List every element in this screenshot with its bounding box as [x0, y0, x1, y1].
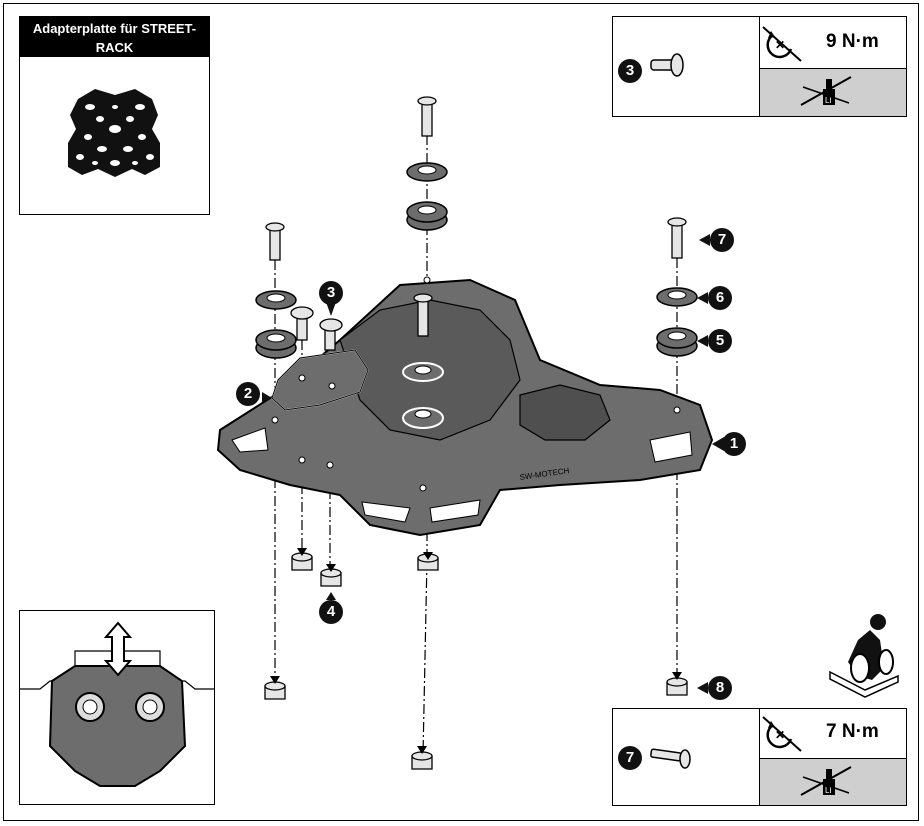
- rack-plate: SW-MOTECH: [216, 276, 714, 537]
- washer-right: [656, 287, 698, 307]
- torque-spec-box-top: 3 9 N·m ✕ LI: [612, 16, 907, 117]
- reference-title: Adapterplatte für STREET-RACK Adapter pl…: [20, 17, 209, 93]
- adapter-plate-thumbnail-icon: [68, 89, 160, 177]
- screw-left: [265, 222, 285, 261]
- callout-badge-6: 6: [708, 286, 732, 310]
- torque-value-bottom: 7 N·m: [826, 721, 879, 742]
- spacer-right: [656, 327, 698, 357]
- no-threadlocker-icon-bottom: LI: [800, 766, 852, 796]
- torque-cell-divider-bottom: [759, 709, 760, 805]
- callout-badge-7-bottom: 7: [618, 746, 642, 770]
- callout-badge-5: 5: [708, 329, 732, 353]
- spacer-center-top: [406, 201, 448, 231]
- svg-text:✕: ✕: [775, 728, 785, 742]
- torque-spec-box-bottom: 7 7 N·m ✕ LI: [612, 708, 907, 806]
- torque-wrench-icon-bottom: ✕: [762, 716, 802, 752]
- screw-7-icon: [650, 748, 691, 769]
- vertical-adjust-arrow-icon: [103, 621, 133, 677]
- callout-badge-1: 1: [722, 432, 746, 456]
- adjustment-detail-box: [19, 610, 215, 805]
- callout-badge-7: 7: [710, 228, 734, 252]
- washer-center-top: [406, 162, 448, 182]
- svg-text:LI: LI: [825, 96, 832, 105]
- nut: [264, 552, 688, 770]
- adjustment-detail-graphics: [20, 621, 214, 787]
- callout-badge-8: 8: [708, 676, 732, 700]
- no-threadlocker-icon: LI: [800, 76, 852, 106]
- screw-3-a: [290, 306, 314, 341]
- screw-3-b: [319, 318, 343, 351]
- svg-text:LI: LI: [825, 786, 832, 795]
- torque-value-top: 9 N·m: [826, 31, 879, 52]
- reference-title-de: Adapterplatte für STREET-RACK: [32, 21, 197, 55]
- screw-center-plate: [402, 293, 444, 429]
- callout-badge-3: 3: [319, 281, 343, 305]
- callout-badge-4: 4: [319, 600, 343, 624]
- screw-center-top: [417, 96, 437, 137]
- torque-box-bottom-graphics: ✕ LI: [650, 716, 852, 796]
- washer-left: [255, 290, 297, 310]
- torque-cell-divider: [759, 17, 760, 116]
- torque-wrench-icon: ✕: [762, 26, 802, 62]
- adapter-plate-reference-box: Adapterplatte für STREET-RACK Adapter pl…: [19, 16, 210, 215]
- torque-box-top-graphics: ✕ LI: [650, 26, 852, 106]
- reference-title-en: Adapter plate for STREET-RACK: [33, 59, 196, 93]
- screw-3-icon: [650, 53, 684, 77]
- callout-badge-2: 2: [236, 382, 260, 406]
- adapter-plate-part-2: [271, 349, 369, 411]
- screw-right: [667, 217, 687, 259]
- callout-badge-3-top: 3: [618, 59, 642, 83]
- spacer-left: [255, 329, 297, 359]
- svg-text:✕: ✕: [775, 38, 785, 52]
- page-frame: [3, 3, 919, 821]
- motorcycle-rider-icon: [829, 614, 899, 698]
